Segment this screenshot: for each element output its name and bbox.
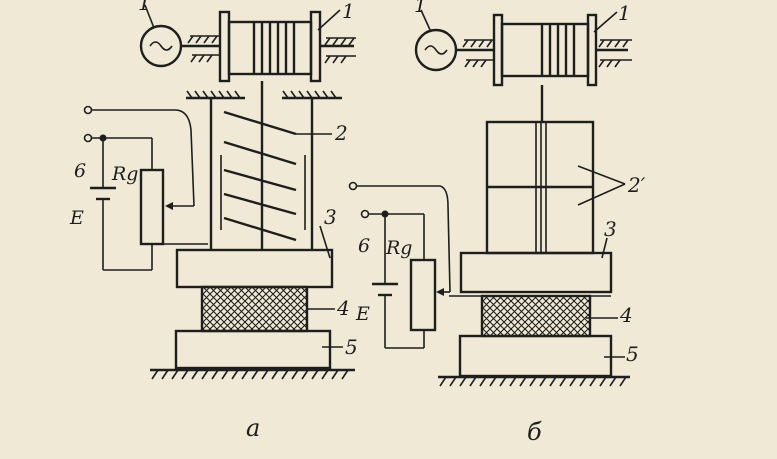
label-emf: E (355, 303, 370, 325)
label-battery: 6 (358, 235, 370, 257)
top-support-left (186, 90, 245, 100)
inertial-masses (485, 120, 595, 255)
generator-icon (414, 28, 494, 72)
label-exciter: 1 (414, 0, 427, 17)
label-plate: 3 (604, 217, 617, 241)
diagram-a: 1 1 2 3 4 5 6 Rg E a (69, 0, 358, 442)
loading-plate (459, 251, 613, 294)
ground (438, 375, 630, 387)
base-block (174, 329, 332, 370)
shaker-coil (492, 13, 632, 87)
label-shaker: 1 (342, 0, 355, 23)
shaker-coil (218, 10, 356, 83)
top-support-right (282, 90, 342, 100)
label-spring: 2 (334, 121, 348, 145)
sample (200, 285, 309, 333)
label-plate: 3 (324, 205, 337, 229)
label-shaker: 1 (618, 1, 631, 25)
measuring-circuit (348, 181, 451, 349)
caption-b: б (527, 418, 542, 446)
diagram-b: 1 1 2′ 3 4 5 6 Rg E б (348, 0, 646, 446)
caption-a: a (246, 414, 260, 442)
label-base: 5 (345, 335, 358, 359)
label-sample: 4 (619, 303, 633, 327)
label-base: 5 (626, 342, 639, 366)
label-exciter: 1 (138, 0, 151, 15)
measuring-circuit (83, 105, 208, 271)
label-resistor: Rg (385, 237, 412, 259)
generator-icon (139, 24, 220, 68)
label-battery: 6 (74, 160, 86, 182)
label-sample: 4 (336, 296, 350, 320)
spring (209, 98, 314, 250)
ground (150, 368, 355, 380)
sample (480, 294, 592, 338)
loading-plate (175, 248, 334, 289)
label-resistor: Rg (111, 163, 138, 185)
base-block (458, 334, 613, 378)
label-emf: E (69, 207, 84, 229)
label-masses: 2′ (627, 173, 646, 197)
